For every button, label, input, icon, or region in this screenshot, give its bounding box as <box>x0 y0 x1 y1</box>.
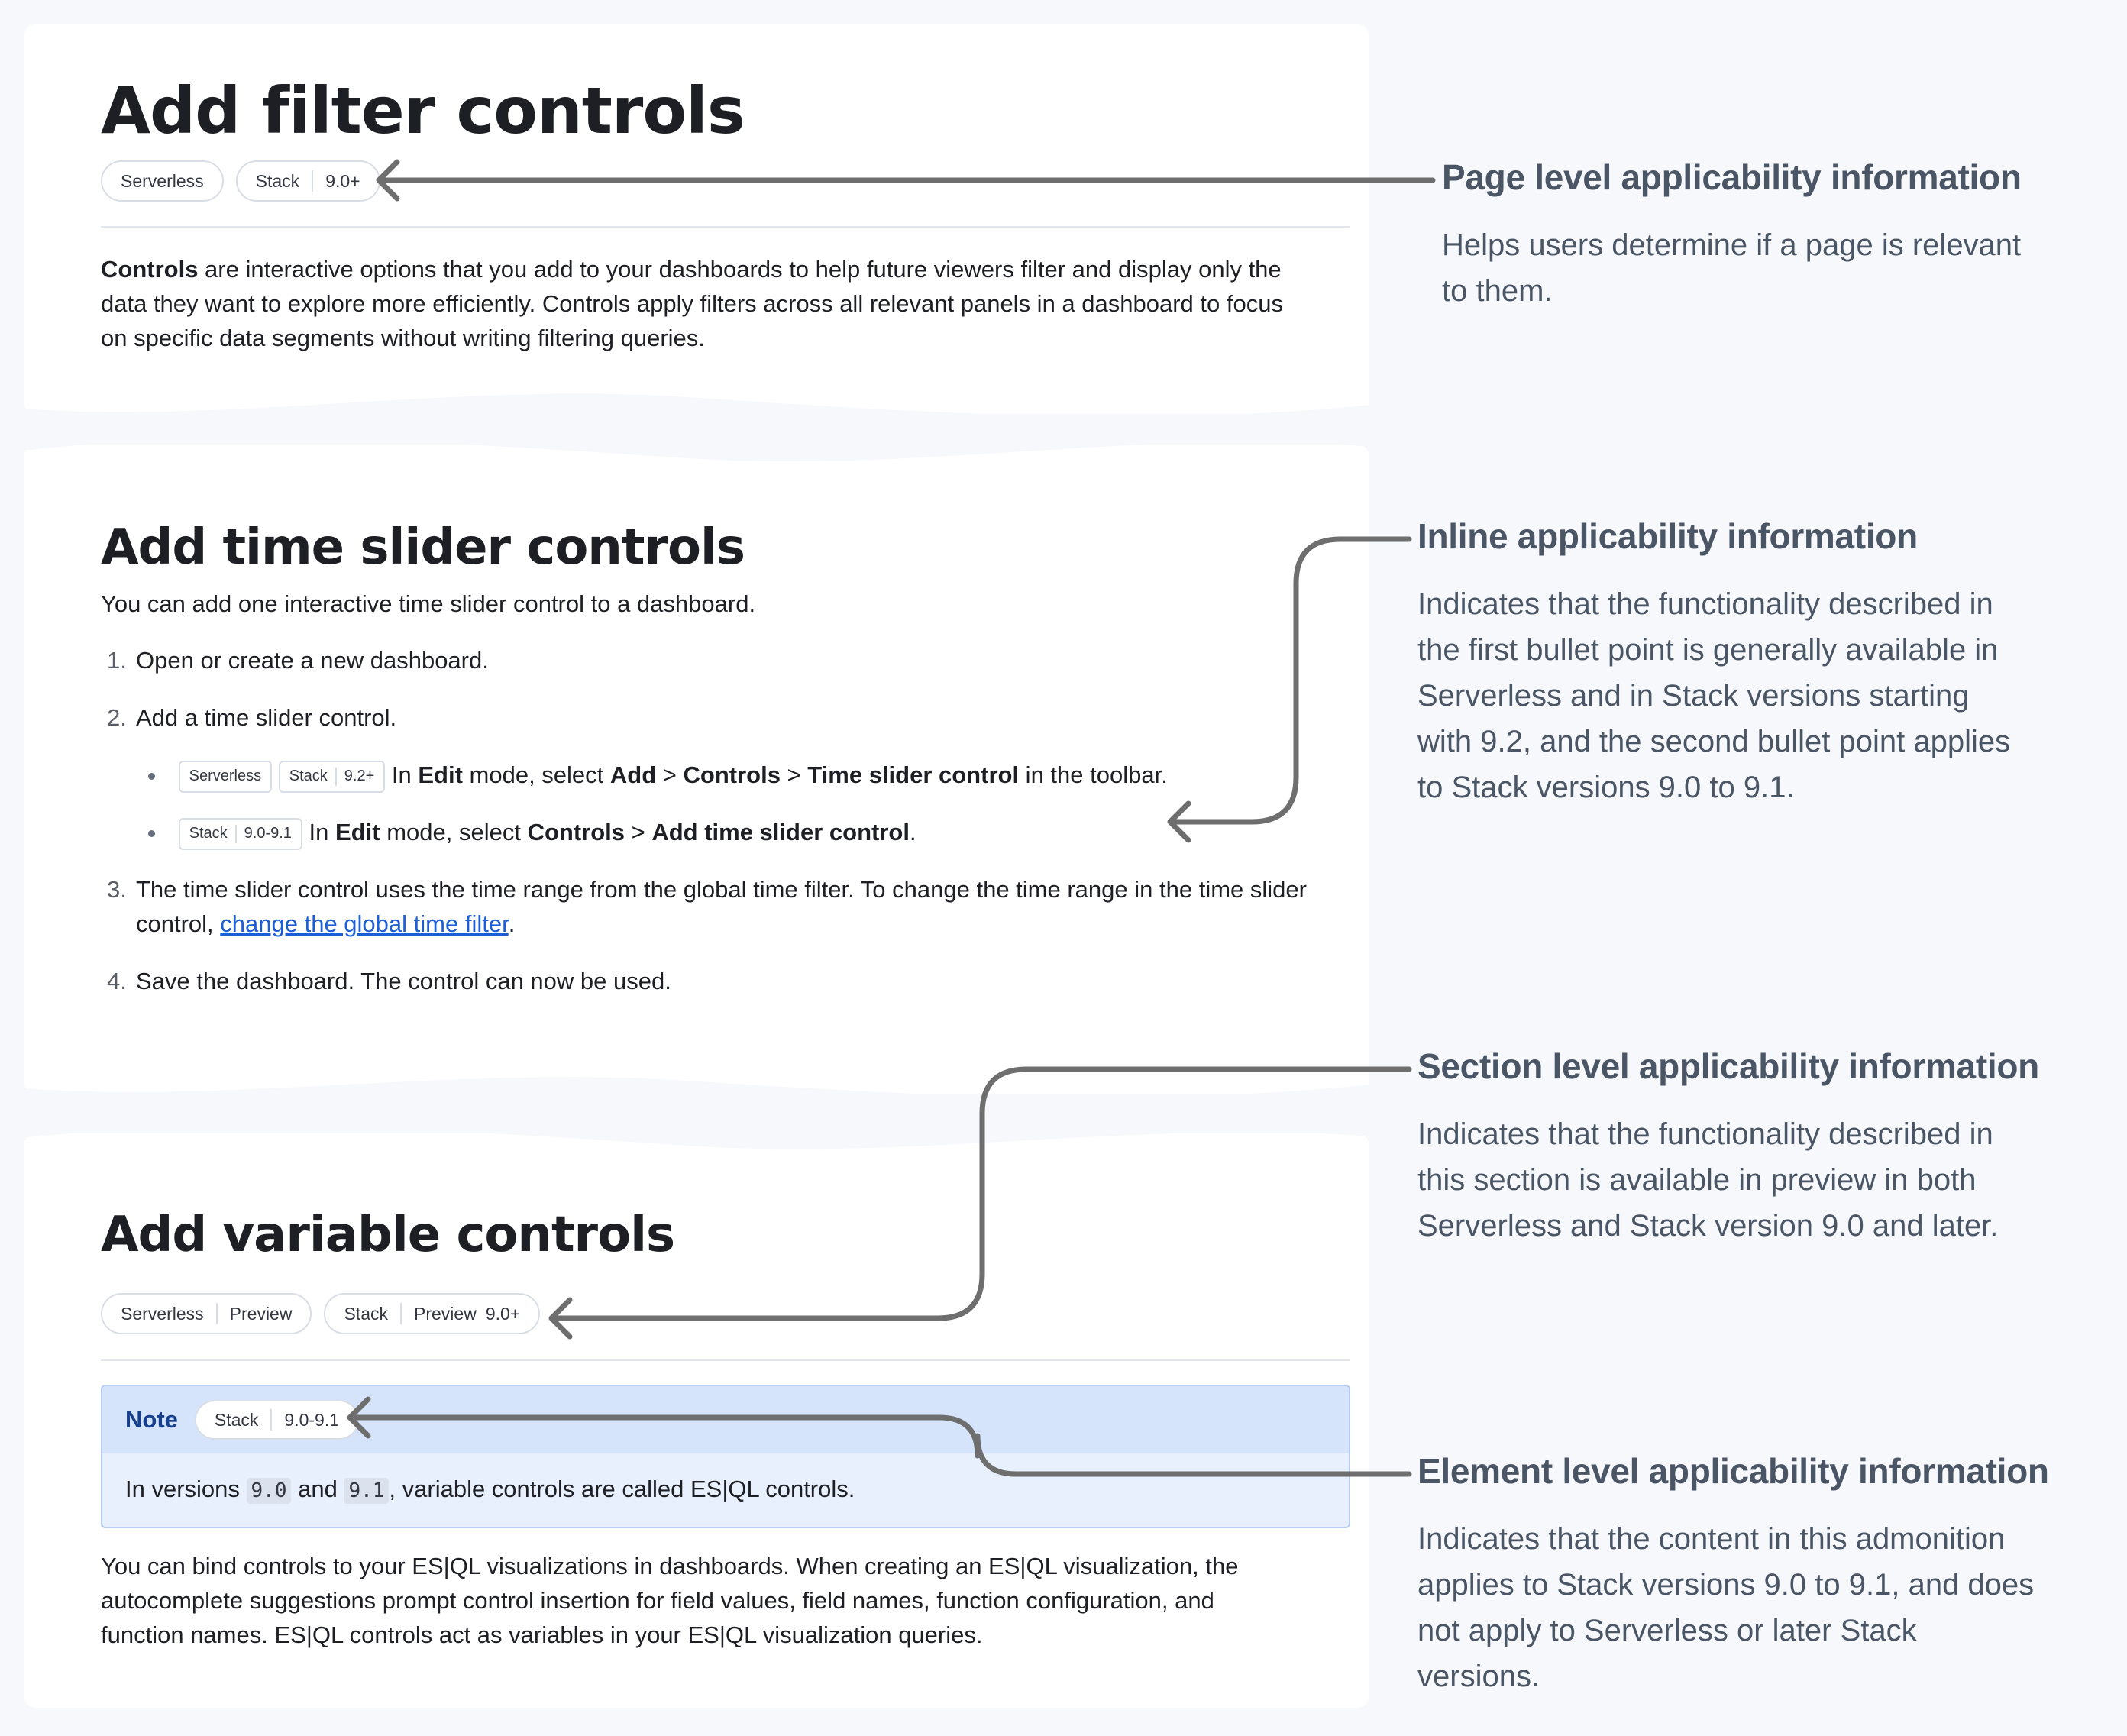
time-slider-section-panel: Add time slider controls You can add one… <box>24 445 1369 1094</box>
time-slider-heading: Add time slider controls <box>101 519 745 576</box>
time-slider-lead: You can add one interactive time slider … <box>101 590 756 617</box>
torn-edge-separators <box>0 0 1375 1736</box>
serverless-inline-badge: Serverless <box>178 760 273 793</box>
section-divider <box>101 1359 1350 1361</box>
page-title: Add filter controls <box>101 73 745 148</box>
variable-body-paragraph: You can bind controls to your ES|QL visu… <box>101 1553 1239 1648</box>
global-time-filter-link[interactable]: change the global time filter <box>220 910 509 937</box>
header-divider <box>101 226 1350 228</box>
note-title: Note <box>125 1406 178 1433</box>
serverless-badge: Serverless <box>101 160 224 202</box>
note-body: In versions 9.0 and 9.1, variable contro… <box>125 1476 855 1504</box>
intro-paragraph: Controls are interactive options that yo… <box>101 256 1283 351</box>
